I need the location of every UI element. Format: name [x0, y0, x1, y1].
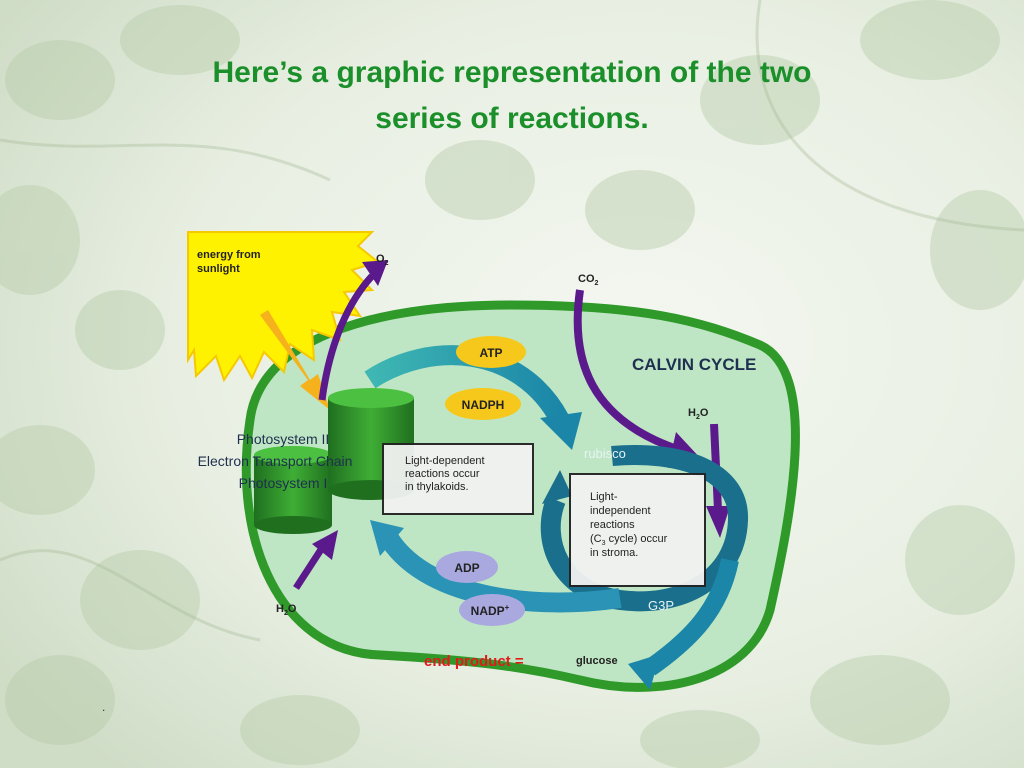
- slide-title-line-1: Here’s a graphic representation of the t…: [212, 56, 812, 89]
- sun-label-line-2: sunlight: [197, 263, 240, 275]
- calvin-cycle-label: CALVIN CYCLE: [632, 355, 756, 374]
- light-independent-line-3: reactions: [590, 519, 635, 531]
- light-independent-line-4: (C3 cycle) occur: [590, 533, 668, 547]
- rubisco-label: rubisco: [584, 446, 626, 461]
- sunlight-arrow: [260, 310, 330, 410]
- light-independent-line-1: Light-: [590, 491, 618, 503]
- nadph-label: NADPH: [462, 398, 505, 412]
- light-dependent-box: Light-dependent reactions occur in thyla…: [382, 443, 534, 515]
- energy-carrier-arrow-top-head: [540, 412, 582, 450]
- g3p-arrow-head: [628, 654, 660, 690]
- light-independent-line-2: independent: [590, 505, 651, 517]
- h2o-bottom-arrow-head: [312, 530, 338, 560]
- h2o-bottom-label: H2O: [276, 603, 297, 617]
- light-dependent-line-3: in thylakoids.: [405, 481, 469, 493]
- light-independent-box: Light- independent reactions (C3 cycle) …: [569, 473, 706, 587]
- slide-title: Here’s a graphic representation of the t…: [112, 50, 912, 142]
- photosystem-2-label: Photosystem II: [237, 431, 330, 447]
- co2-arrow: [573, 289, 682, 454]
- adp-molecule: ADP: [436, 551, 498, 583]
- light-independent-line-5: in stroma.: [590, 547, 638, 559]
- atp-label: ATP: [479, 346, 502, 360]
- end-product-label: end product =: [424, 653, 524, 670]
- atp-molecule: ATP: [456, 336, 526, 368]
- h2o-top-label: H2O: [688, 407, 709, 421]
- co2-label: CO2: [578, 273, 599, 287]
- etc-label: Electron Transport Chain: [198, 453, 353, 469]
- adp-label: ADP: [454, 561, 479, 575]
- g3p-label: G3P: [648, 598, 674, 613]
- glucose-label: glucose: [576, 655, 618, 667]
- h2o-bottom-arrow: [293, 546, 325, 590]
- h2o-top-arrow-head: [706, 506, 730, 538]
- light-dependent-line-2: reactions occur: [405, 468, 480, 480]
- g3p-arrow: [644, 558, 739, 676]
- thylakoid-stack-left: [254, 446, 332, 534]
- o2-label: O2: [376, 253, 389, 267]
- photosystem-1-label: Photosystem I: [239, 475, 328, 491]
- footer-mark: .: [102, 700, 106, 714]
- nadp-label: NADP+: [471, 603, 510, 618]
- sun-icon: [187, 231, 381, 383]
- o2-arrow: [318, 273, 375, 401]
- return-arrow-bottom-head: [370, 520, 404, 556]
- nadp-molecule: NADP+: [459, 594, 525, 626]
- sun-label-line-1: energy from: [197, 249, 261, 261]
- light-dependent-line-1: Light-dependent: [405, 455, 485, 467]
- calvin-cycle-loop-head: [542, 470, 572, 504]
- o2-arrow-head: [362, 260, 388, 286]
- nadph-molecule: NADPH: [445, 388, 521, 420]
- slide-title-line-2: series of reactions.: [375, 102, 649, 135]
